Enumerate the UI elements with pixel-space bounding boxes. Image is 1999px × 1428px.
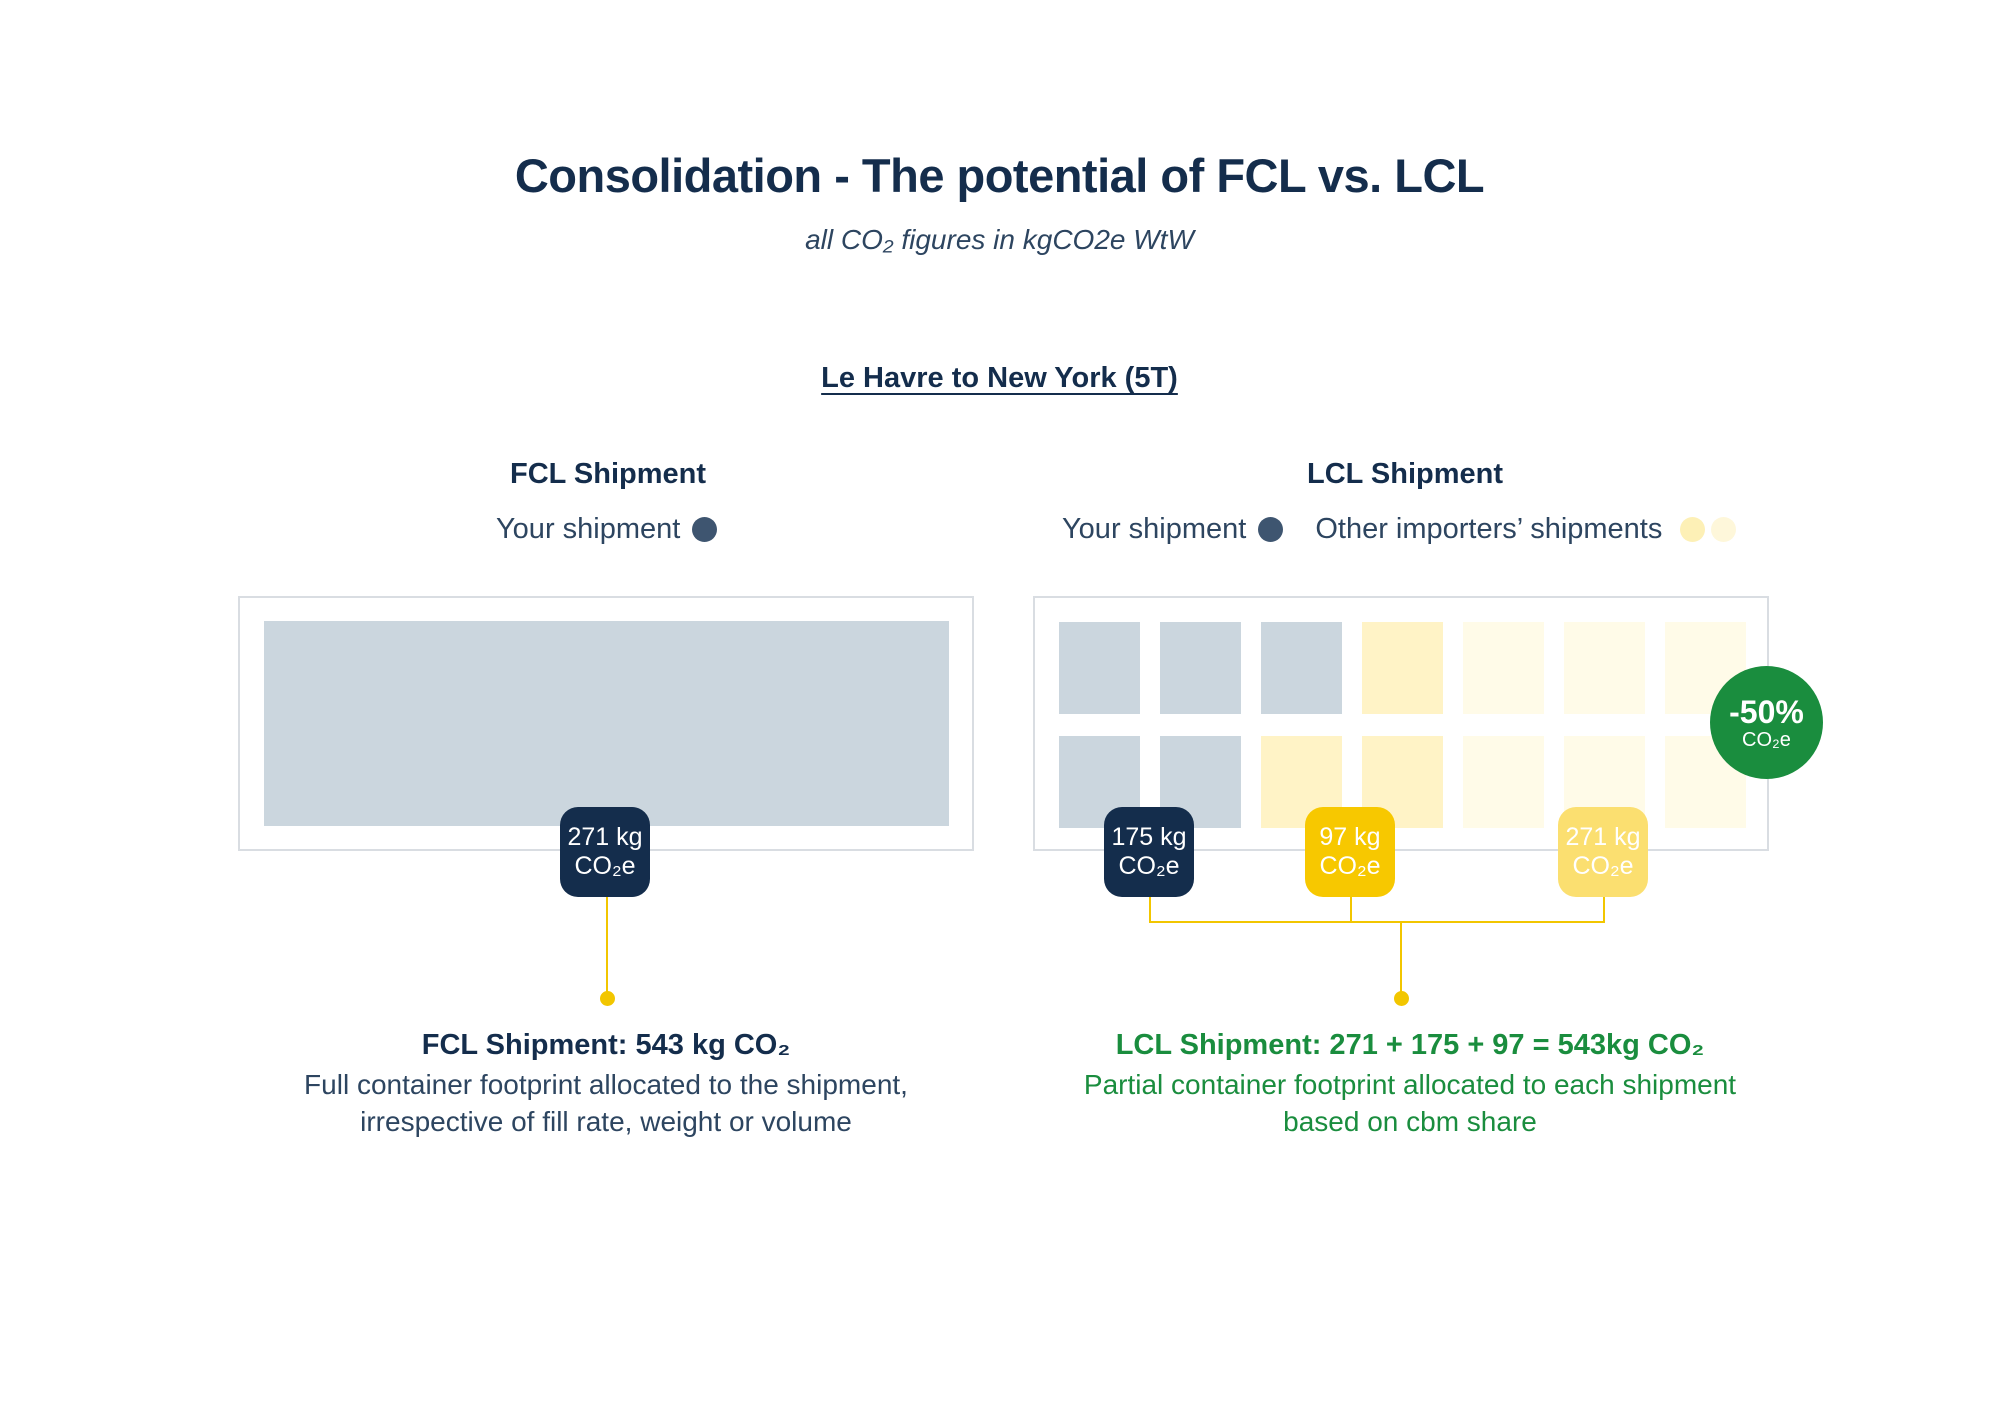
- fcl-connector-line: [606, 897, 608, 997]
- lcl-co2-badge-your: 175 kg CO₂e: [1104, 807, 1194, 897]
- badge-value: 97 kg: [1319, 823, 1381, 851]
- lcl-cell-other: [1362, 622, 1443, 714]
- reduction-unit: CO₂e: [1742, 728, 1791, 751]
- lcl-note-line: based on cbm share: [1283, 1106, 1537, 1137]
- reduction-badge: -50% CO₂e: [1710, 666, 1823, 779]
- page-title: Consolidation - The potential of FCL vs.…: [514, 149, 1485, 202]
- lcl-cell-your: [1059, 622, 1140, 714]
- lcl-co2-badge-other-light: 271 kg CO₂e: [1558, 807, 1648, 897]
- fcl-note-line: irrespective of fill rate, weight or vol…: [360, 1106, 852, 1137]
- fcl-legend-your-label: Your shipment: [496, 513, 681, 545]
- fcl-note-body: Full container footprint allocated to th…: [238, 1066, 974, 1140]
- lcl-cell-your: [1261, 622, 1342, 714]
- lcl-cell-other-light: [1463, 622, 1544, 714]
- lcl-legend-other-label: Other importers’ shipments: [1315, 513, 1663, 545]
- fcl-legend: Your shipment: [496, 513, 718, 546]
- reduction-value: -50%: [1729, 693, 1804, 730]
- lcl-cell-other-light: [1564, 622, 1645, 714]
- lcl-connector-line: [1400, 921, 1402, 997]
- your-shipment-dot-icon: [692, 517, 718, 542]
- fcl-note-line: Full container footprint allocated to th…: [304, 1069, 908, 1100]
- lcl-note-line: Partial container footprint allocated to…: [1083, 1069, 1737, 1100]
- badge-unit: CO₂e: [1319, 852, 1381, 880]
- fcl-section-title: FCL Shipment: [509, 458, 707, 490]
- lcl-co2-badge-other: 97 kg CO₂e: [1305, 807, 1395, 897]
- badge-unit: CO₂e: [574, 852, 636, 880]
- fcl-co2-badge: 271 kg CO₂e: [560, 807, 650, 897]
- lcl-note-title: LCL Shipment: 271 + 175 + 97 = 543kg CO₂: [1115, 1029, 1705, 1061]
- fcl-connector-pin-icon: [600, 991, 615, 1006]
- lcl-note-body: Partial container footprint allocated to…: [1030, 1066, 1790, 1140]
- badge-value: 271 kg: [567, 823, 643, 851]
- badge-unit: CO₂e: [1118, 852, 1180, 880]
- lcl-legend: Your shipment Other importers’ shipments: [1062, 513, 1737, 546]
- lcl-connector-pin-icon: [1394, 991, 1409, 1006]
- fcl-note-title: FCL Shipment: 543 kg CO₂: [421, 1029, 791, 1061]
- other-shipment-light-dot-icon: [1711, 517, 1737, 542]
- other-shipment-dot-icon: [1680, 517, 1706, 542]
- badge-value: 175 kg: [1111, 823, 1187, 851]
- lcl-legend-your-label: Your shipment: [1062, 513, 1247, 545]
- page-subtitle: all CO₂ figures in kgCO2e WtW: [805, 224, 1194, 255]
- route-title: Le Havre to New York (5T): [821, 362, 1178, 394]
- lcl-cell-your: [1160, 622, 1241, 714]
- badge-value: 271 kg: [1565, 823, 1641, 851]
- your-shipment-dot-icon: [1258, 517, 1284, 542]
- lcl-section-title: LCL Shipment: [1306, 458, 1504, 490]
- lcl-connector-bar: [1149, 921, 1605, 923]
- lcl-connector-line: [1350, 897, 1352, 923]
- badge-unit: CO₂e: [1572, 852, 1634, 880]
- lcl-connector-line: [1149, 897, 1151, 923]
- lcl-connector-line: [1603, 897, 1605, 923]
- fcl-your-shipment-block: [264, 621, 949, 826]
- lcl-cell-other-light: [1463, 736, 1544, 828]
